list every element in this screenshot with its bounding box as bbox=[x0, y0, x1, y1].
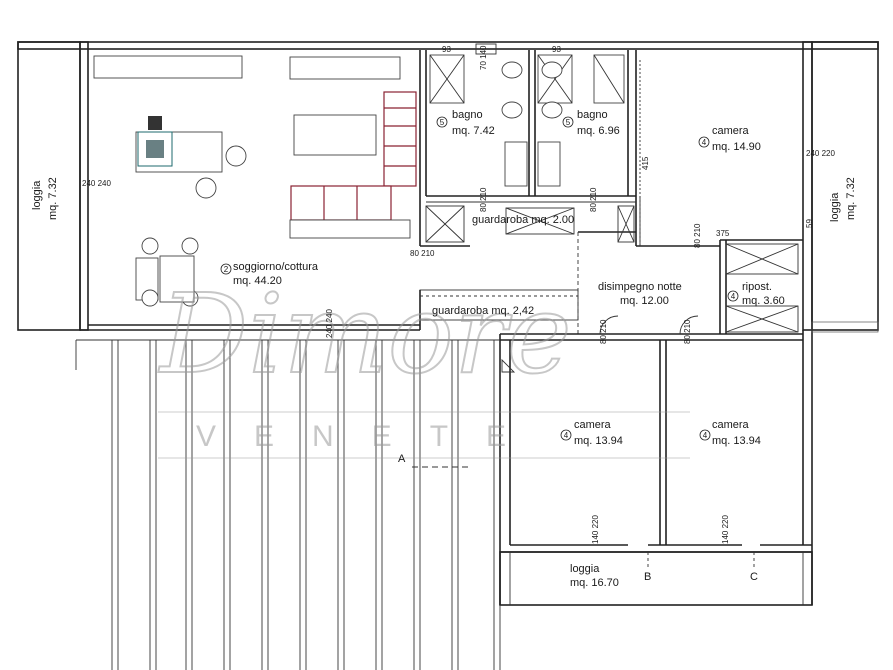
loggia-bottom-outline bbox=[499, 551, 813, 606]
dim-93-b: 93 bbox=[552, 45, 561, 54]
furniture bbox=[93, 55, 417, 307]
room-area-camera2: mq. 13.94 bbox=[574, 435, 623, 447]
loggia-right-name: loggia bbox=[829, 192, 841, 222]
room-area-soggiorno: mq. 44.20 bbox=[233, 275, 282, 287]
coffee-table bbox=[293, 114, 377, 156]
room-labels: 2 soggiorno/cottura mq. 44.20 5 bagno mq… bbox=[31, 109, 857, 589]
section-marks: A B C bbox=[398, 453, 758, 583]
room-badge: 4 bbox=[564, 431, 569, 440]
room-badge: 5 bbox=[440, 118, 445, 127]
room-area-disimpegno: mq. 12.00 bbox=[620, 295, 669, 307]
doors bbox=[475, 43, 699, 373]
dim-93-a: 93 bbox=[442, 45, 451, 54]
room-name-soggiorno: soggiorno/cottura bbox=[233, 261, 319, 273]
external-slats bbox=[75, 339, 501, 670]
room-name-bagno1: bagno bbox=[452, 109, 483, 121]
room-badge: 5 bbox=[566, 118, 571, 127]
loggia-right-area: mq. 7.32 bbox=[845, 177, 857, 220]
room-name-camera2: camera bbox=[574, 419, 612, 431]
dim-415: 415 bbox=[641, 156, 650, 170]
room-badge: 4 bbox=[702, 138, 707, 147]
section-mark-a: A bbox=[398, 453, 406, 465]
dim-80-210-bot1: 80 210 bbox=[599, 319, 608, 344]
dim-240-240-mid: 240 240 bbox=[325, 309, 334, 338]
dim-80-210-cam: 80 210 bbox=[693, 223, 702, 248]
dim-140-220-b: 140 220 bbox=[721, 515, 730, 544]
loggia-left-area: mq. 7.32 bbox=[47, 177, 59, 220]
room-area-bagno2: mq. 6.96 bbox=[577, 125, 620, 137]
room-badge: 2 bbox=[224, 265, 229, 274]
room-name-camera3: camera bbox=[712, 419, 750, 431]
dim-80-210-bot2: 80 210 bbox=[683, 319, 692, 344]
dim-140-220-a: 140 220 bbox=[591, 515, 600, 544]
loggia-bottom-name: loggia bbox=[570, 563, 600, 575]
room-badge: 4 bbox=[703, 431, 708, 440]
room-badge-circle bbox=[220, 263, 232, 275]
dim-80-210-gw2: 80 210 bbox=[589, 187, 598, 212]
watermark-main: Dimore bbox=[158, 270, 572, 398]
wardrobe-boxes bbox=[420, 205, 799, 333]
dim-80-210-sog: 80 210 bbox=[410, 249, 435, 258]
dim-59: 59 bbox=[805, 219, 814, 228]
section-mark-b: B bbox=[644, 571, 651, 583]
room-name-camera1: camera bbox=[712, 125, 750, 137]
room-name-disimpegno: disimpegno notte bbox=[598, 281, 682, 293]
room-area-ripost: mq. 3.60 bbox=[742, 295, 785, 307]
section-mark-c: C bbox=[750, 571, 758, 583]
dim-240-240-left: 240 240 bbox=[82, 179, 111, 188]
watermark-sub: VENETE bbox=[196, 420, 544, 453]
loggia-bottom-area: mq. 16.70 bbox=[570, 577, 619, 589]
wardrobe-label-1: guardaroba mq. 2.00 bbox=[472, 214, 574, 226]
room-area-bagno1: mq. 7.42 bbox=[452, 125, 495, 137]
dim-240-220-right: 240 220 bbox=[806, 149, 835, 158]
dimension-labels: 93 93 70 140 240 240 240 220 80 210 80 2… bbox=[82, 45, 835, 544]
room-name-ripost: ripost. bbox=[742, 281, 772, 293]
walls bbox=[17, 41, 879, 606]
room-badge: 4 bbox=[731, 292, 736, 301]
bathroom-fixtures bbox=[429, 54, 625, 187]
room-name-bagno2: bagno bbox=[577, 109, 608, 121]
dim-80-210-gw: 80 210 bbox=[479, 187, 488, 212]
dim-375: 375 bbox=[716, 229, 730, 238]
sofa bbox=[290, 91, 417, 221]
wardrobe-label-2: guardaroba mq. 2,42 bbox=[432, 305, 534, 317]
watermark: Dimore VENETE bbox=[157, 269, 690, 459]
room-area-camera1: mq. 14.90 bbox=[712, 141, 761, 153]
dim-70-140: 70 140 bbox=[479, 45, 488, 70]
room-area-camera3: mq. 13.94 bbox=[712, 435, 761, 447]
loggia-left-name: loggia bbox=[31, 180, 43, 210]
kitchen-counter bbox=[93, 55, 243, 79]
